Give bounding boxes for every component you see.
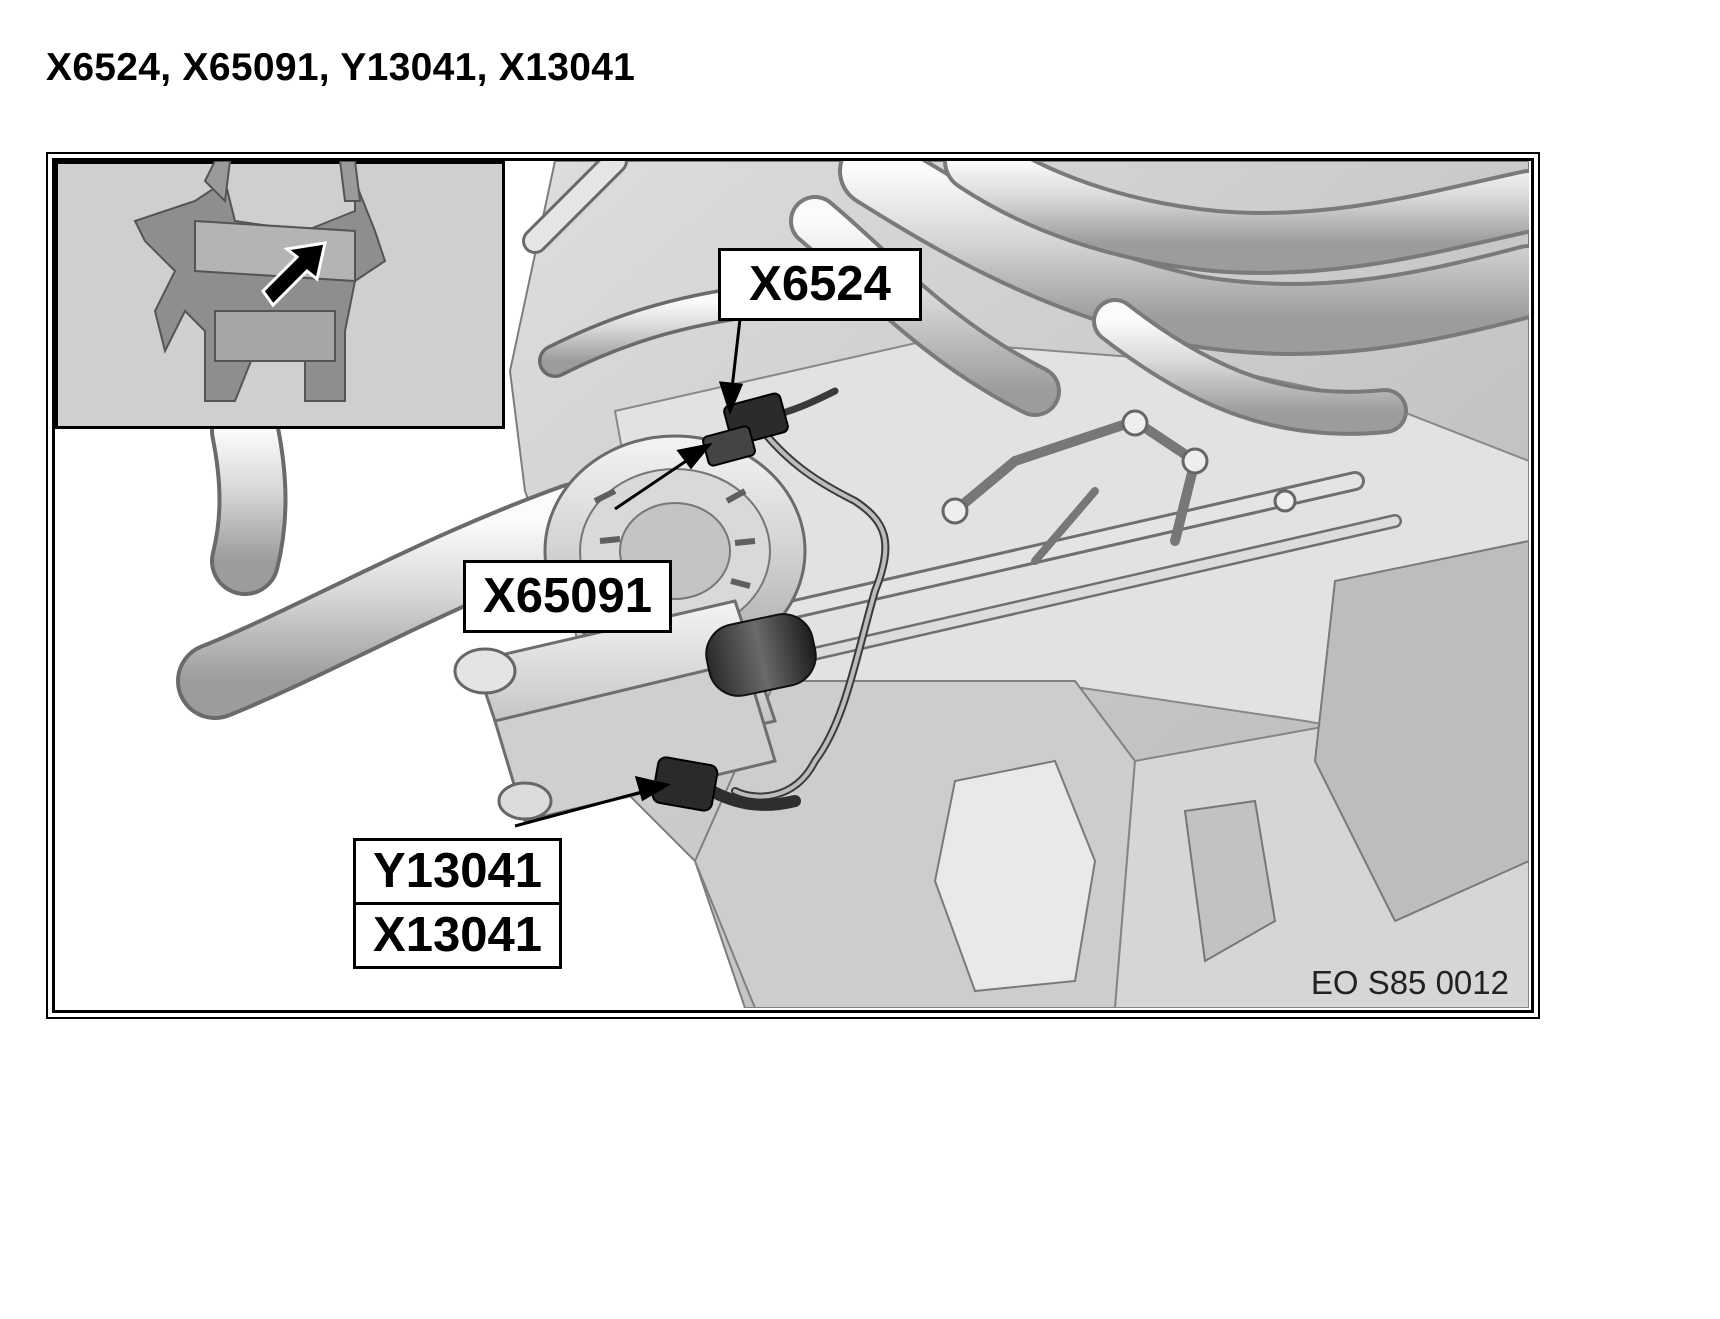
figure-reference: EO S85 0012 <box>1310 964 1509 1001</box>
connector-y13041-art <box>651 756 719 812</box>
callout-x65091: X65091 <box>463 560 672 633</box>
arrowhead-x6524 <box>718 381 744 416</box>
callout-y13041: Y13041 <box>353 838 562 905</box>
inset-locator-arrow-icon <box>261 241 327 308</box>
solenoid-valve-art <box>453 599 817 823</box>
arrowhead-x65091 <box>676 442 713 470</box>
figure-frame: X6524 X65091 Y13041 X13041 EO S85 0012 <box>52 158 1534 1013</box>
coolant-hose-art <box>176 161 772 720</box>
callout-x13041: X13041 <box>353 902 562 969</box>
leader-arrows <box>514 292 745 828</box>
inset-engine-art <box>133 161 387 402</box>
callout-x6524: X6524 <box>718 248 922 321</box>
component-location-figure: X6524 X65091 Y13041 X13041 EO S85 0012 <box>46 152 1540 1019</box>
connector-x65091-art <box>702 425 756 467</box>
arrowhead-y13041 <box>634 775 672 802</box>
leader-line-x65091 <box>614 453 696 511</box>
page-title: X6524, X65091, Y13041, X13041 <box>46 46 636 89</box>
leader-line-y13041 <box>514 787 654 828</box>
locator-inset <box>55 161 505 429</box>
